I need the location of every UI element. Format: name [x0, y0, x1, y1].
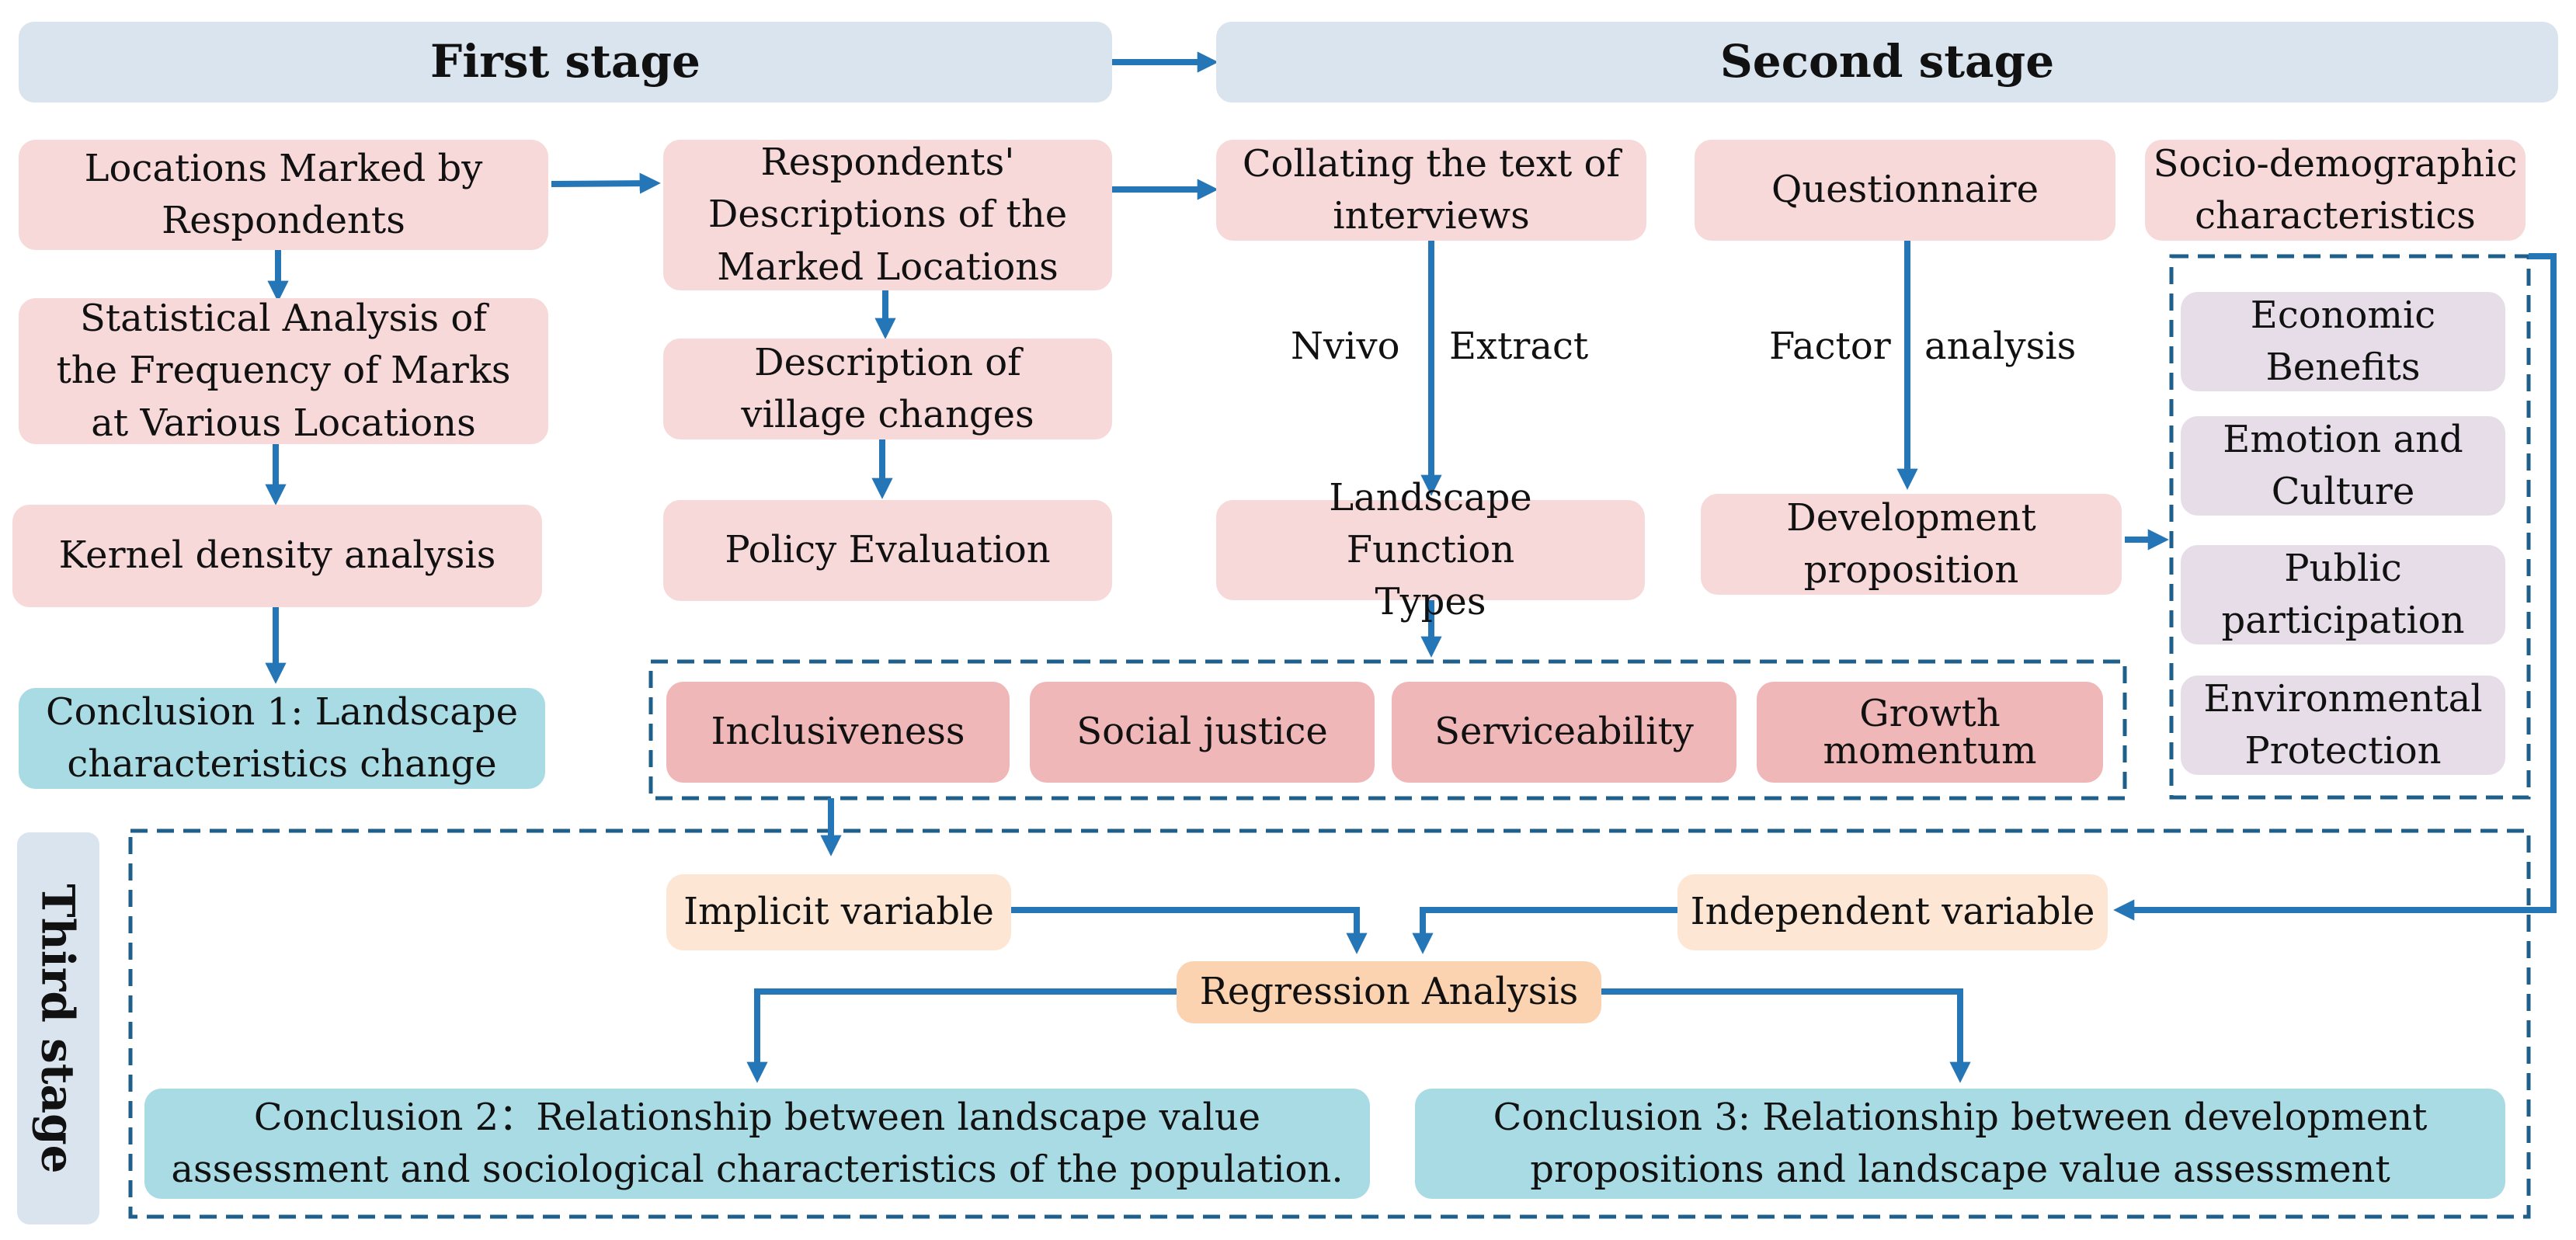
inclusiveness-node: Inclusiveness — [666, 682, 1010, 783]
second-stage-header: Second stage — [1216, 22, 2558, 102]
arrow-implicit-to-regression — [1011, 907, 1368, 954]
development-proposition-node: Development proposition — [1701, 494, 2122, 595]
public-participation-node: Public participation — [2181, 545, 2505, 644]
regression-analysis-node: Regression Analysis — [1177, 961, 1601, 1023]
socio-demographic-node: Socio-demographic characteristics — [2145, 140, 2526, 241]
extract-label: Extract — [1449, 325, 1589, 368]
arrow-independent-to-regression — [1412, 907, 1677, 954]
analysis-label: analysis — [1924, 325, 2077, 368]
emotion-culture-node: Emotion and Culture — [2181, 416, 2505, 516]
economic-benefits-node: Economic Benefits — [2181, 292, 2505, 391]
collating-interviews-node: Collating the text of interviews — [1216, 140, 1646, 241]
nvivo-label: Nvivo — [1291, 325, 1400, 368]
environmental-protection-node: Environmental Protection — [2181, 676, 2505, 775]
conclusion-2-node: Conclusion 2：Relationship between landsc… — [144, 1089, 1370, 1199]
arrow-regression-to-conclusion2 — [746, 988, 1177, 1083]
third-stage-frame — [128, 828, 2531, 1219]
function-types-frame — [648, 659, 2127, 801]
arrow-locations-to-descriptions — [551, 172, 661, 194]
landscape-function-types-node: Landscape Function Types — [1216, 476, 1645, 623]
conclusion-1-node: Conclusion 1: Landscape characteristics … — [19, 688, 545, 789]
third-stage-header: Third stage — [17, 832, 99, 1224]
respondents-descriptions-node: Respondents' Descriptions of the Marked … — [663, 140, 1112, 290]
serviceability-node: Serviceability — [1392, 682, 1736, 783]
first-stage-header: First stage — [19, 22, 1112, 102]
social-justice-node: Social justice — [1030, 682, 1375, 783]
arrow-regression-to-conclusion3 — [1601, 988, 1971, 1083]
questionnaire-node: Questionnaire — [1695, 140, 2115, 241]
growth-momentum-node: Growth momentum — [1757, 682, 2103, 783]
arrow-socio-to-independent — [2113, 253, 2557, 921]
conclusion-3-node: Conclusion 3: Relationship between devel… — [1415, 1089, 2505, 1199]
independent-variable-node: Independent variable — [1677, 874, 2108, 950]
factor-label: Factor — [1769, 325, 1891, 368]
village-changes-node: Description of village changes — [663, 339, 1112, 439]
kernel-density-node: Kernel density analysis — [12, 505, 542, 607]
implicit-variable-node: Implicit variable — [666, 874, 1011, 950]
locations-marked-node: Locations Marked by Respondents — [19, 140, 548, 250]
statistical-analysis-node: Statistical Analysis of the Frequency of… — [19, 297, 548, 445]
policy-evaluation-node: Policy Evaluation — [663, 500, 1112, 601]
